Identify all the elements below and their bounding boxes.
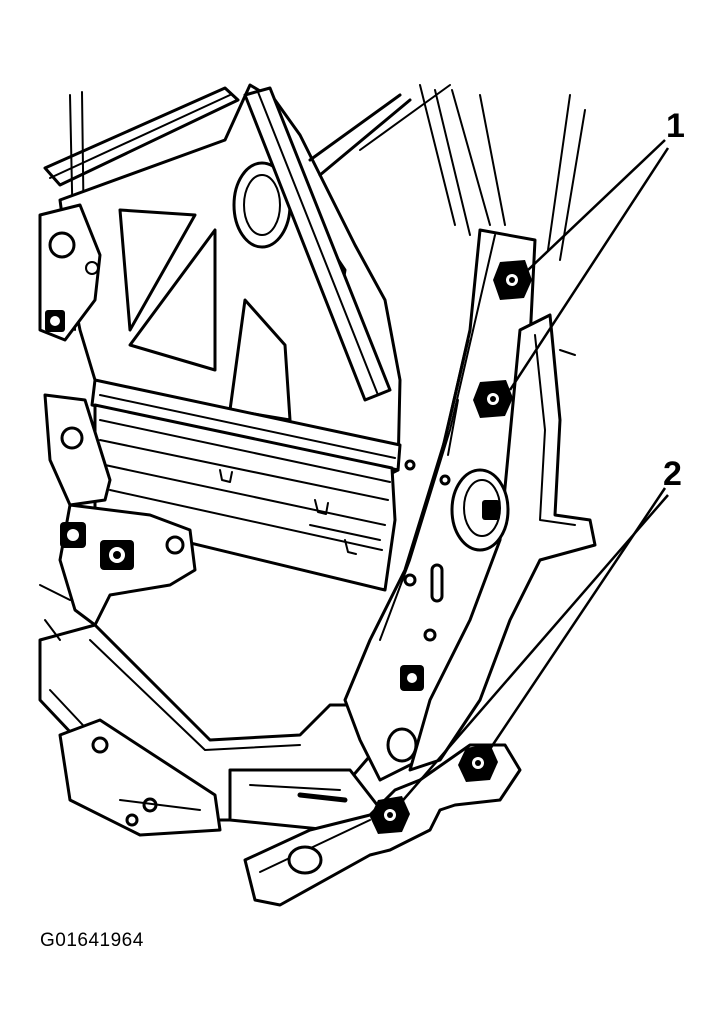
pivot-bolt-icon bbox=[100, 540, 134, 570]
callout-2-label: 2 bbox=[663, 455, 682, 493]
left-bolt-icon bbox=[45, 310, 65, 332]
pivot-bolt-icon bbox=[60, 522, 86, 548]
recliner-lower-bolt-icon bbox=[400, 665, 424, 691]
upper-bolt-icon bbox=[473, 380, 513, 418]
callout-leaders bbox=[397, 139, 670, 807]
seat-back-frame bbox=[38, 83, 586, 480]
lower-bolt-icon bbox=[458, 744, 498, 782]
figure-id: G01641964 bbox=[40, 930, 144, 951]
recliner-mechanism bbox=[243, 228, 597, 907]
recliner-pivot-icon bbox=[450, 468, 510, 552]
callout-1-label: 1 bbox=[666, 107, 685, 145]
seat-track-frame bbox=[38, 393, 397, 837]
upper-bolt-icon bbox=[493, 260, 532, 300]
